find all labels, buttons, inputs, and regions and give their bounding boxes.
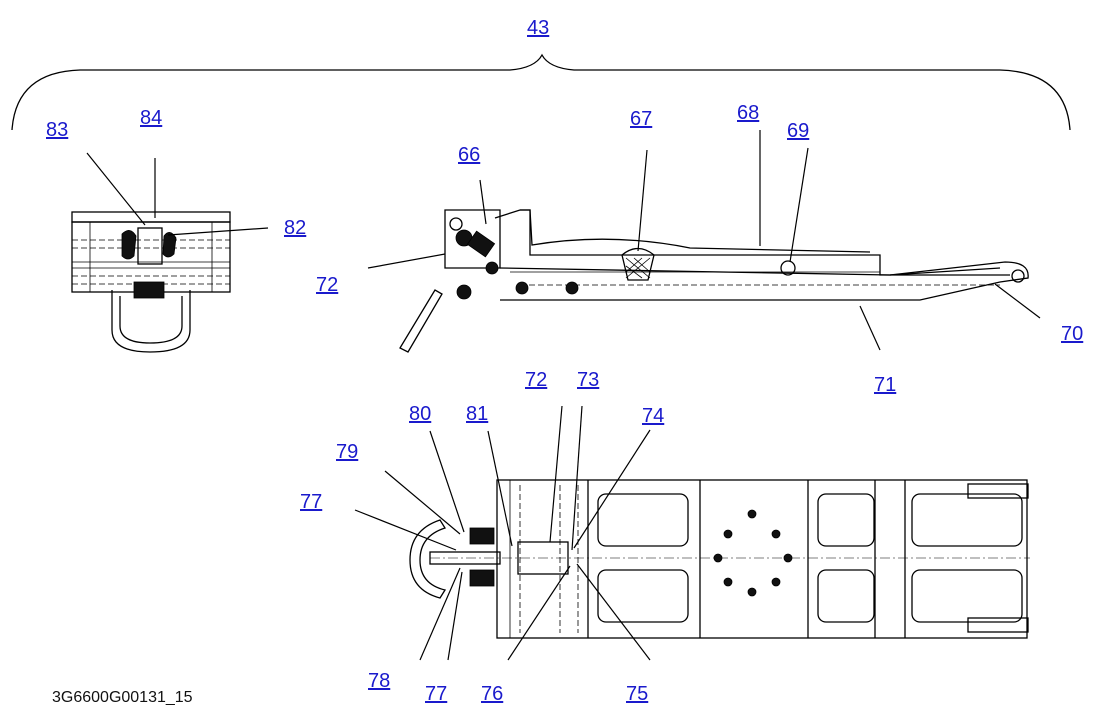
callout-82[interactable]: 82 <box>284 217 306 239</box>
callout-83[interactable]: 83 <box>46 119 68 141</box>
callout-43[interactable]: 43 <box>527 17 549 39</box>
callout-68[interactable]: 68 <box>737 102 759 124</box>
callout-67[interactable]: 67 <box>630 108 652 130</box>
callout-77-upper[interactable]: 77 <box>300 491 322 513</box>
callout-81[interactable]: 81 <box>466 403 488 425</box>
callout-66[interactable]: 66 <box>458 144 480 166</box>
callout-75[interactable]: 75 <box>626 683 648 705</box>
callout-72-side[interactable]: 72 <box>316 274 338 296</box>
top-view <box>409 479 1030 639</box>
callout-72-top[interactable]: 72 <box>525 369 547 391</box>
callout-79[interactable]: 79 <box>336 441 358 463</box>
callout-84[interactable]: 84 <box>140 107 162 129</box>
callout-71[interactable]: 71 <box>874 374 896 396</box>
callout-69[interactable]: 69 <box>787 120 809 142</box>
callout-80[interactable]: 80 <box>409 403 431 425</box>
callout-77-lower[interactable]: 77 <box>425 683 447 705</box>
callout-76[interactable]: 76 <box>481 683 503 705</box>
leader-lines <box>86 130 1041 661</box>
drawing-id: 3G6600G00131_15 <box>52 689 193 706</box>
assembly-brace <box>11 53 1071 131</box>
callout-73[interactable]: 73 <box>577 369 599 391</box>
callout-74[interactable]: 74 <box>642 405 664 427</box>
side-view <box>399 209 1029 353</box>
callout-78[interactable]: 78 <box>368 670 390 692</box>
callout-70[interactable]: 70 <box>1061 323 1083 345</box>
end-view <box>71 211 231 353</box>
